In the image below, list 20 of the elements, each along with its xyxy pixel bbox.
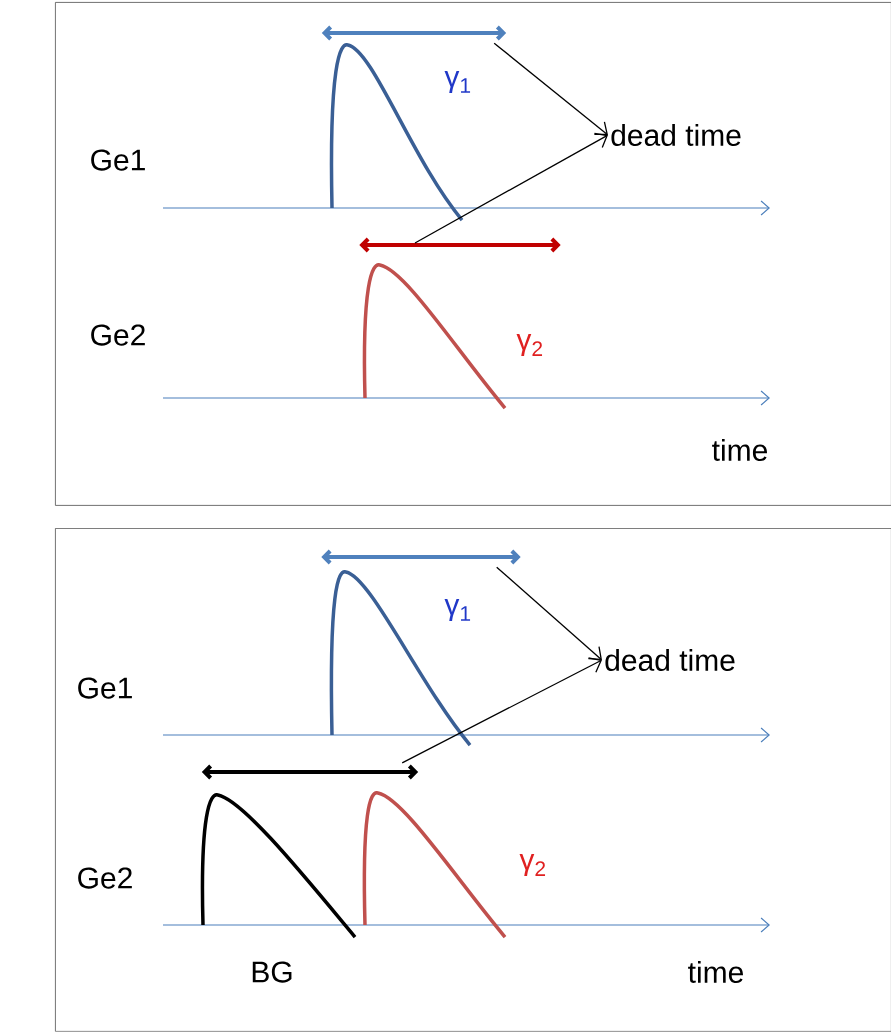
text-label: Ge2 [91,324,145,346]
text-label: BG [252,961,292,983]
dead-time-label: dead time [611,124,741,147]
text-label: Ge1 [78,677,132,699]
dead-time-label: dead time [605,649,735,672]
interval-arrow [201,764,419,780]
interval-arrow [321,25,507,41]
text-label: Ge2 [78,867,132,889]
text-label: time [688,961,743,984]
interval-arrow [321,549,521,565]
panel-frame [55,528,891,1032]
interval-arrow [359,237,561,253]
leader-arrow [401,657,602,764]
text-label: time [712,439,767,462]
leader-arrow [493,42,608,135]
text-label: Ge1 [91,149,145,171]
leader-arrow [496,566,602,660]
leader-arrow [414,132,608,244]
panel-frame [55,2,891,506]
text-label: γ$_{2}$ [519,853,546,877]
